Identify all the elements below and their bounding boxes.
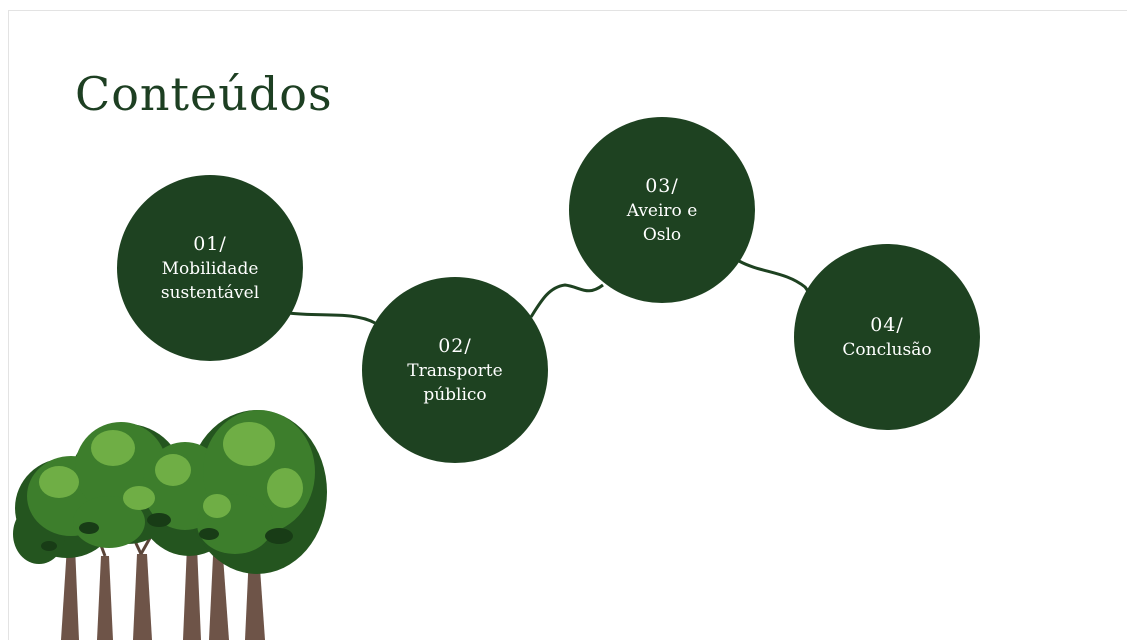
slide-title: Conteúdos <box>75 67 333 121</box>
topic-circle-04[interactable]: 04/ Conclusão <box>794 244 980 430</box>
topic-label: Mobilidade sustentável <box>160 258 260 303</box>
topic-circle-02[interactable]: 02/ Transporte público <box>362 277 548 463</box>
topic-number: 02/ <box>438 334 472 357</box>
topic-circle-03[interactable]: 03/ Aveiro e Oslo <box>569 117 755 303</box>
topic-circle-01[interactable]: 01/ Mobilidade sustentável <box>117 175 303 361</box>
topic-label: Transporte público <box>407 360 503 405</box>
topic-number: 04/ <box>870 313 904 336</box>
tree-group-illustration <box>13 410 327 640</box>
topic-label: Conclusão <box>842 339 932 360</box>
slide: Conteúdos 01/ Mobilidade sustentável 02/… <box>8 10 1127 640</box>
topic-number: 01/ <box>193 232 227 255</box>
topic-number: 03/ <box>645 174 679 197</box>
topic-label: Aveiro e Oslo <box>626 200 698 245</box>
